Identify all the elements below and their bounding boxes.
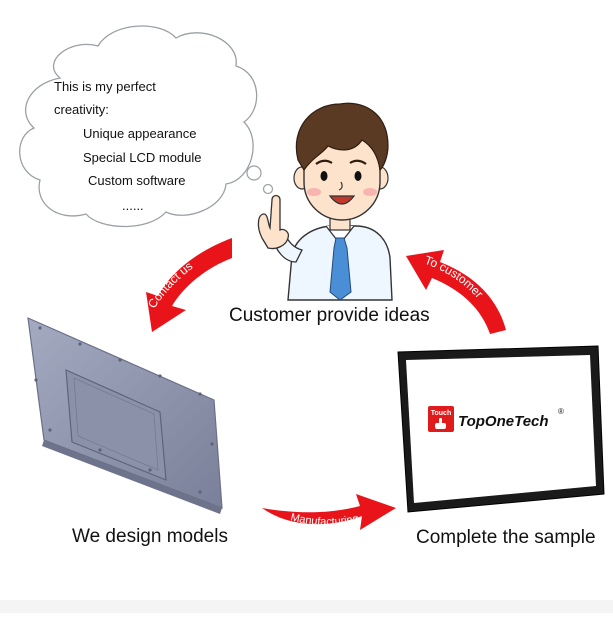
arrow-manufacturing-label: Manufacturing: [289, 511, 359, 528]
right-eye: [354, 171, 362, 181]
panel-rear-box-inner: [73, 377, 159, 471]
bubble-line-6: ......: [122, 198, 144, 213]
thought-dot-medium: [262, 183, 274, 195]
tie: [329, 237, 352, 301]
mouth: [328, 195, 356, 205]
sample-monitor: Touch TopOneTech ®: [397, 345, 605, 513]
left-brow: [315, 159, 333, 165]
right-brow: [349, 159, 367, 165]
left-eye: [320, 171, 328, 181]
logo-badge-label: Touch: [431, 410, 451, 417]
arrow-contact-us: Contact us: [145, 238, 232, 332]
arrow-manufacturing-shape: [262, 494, 396, 530]
arrow-contact-us-shape: [146, 238, 232, 332]
arrow-to-customer-shape: [406, 250, 506, 334]
pointing-hand: [257, 194, 290, 250]
monitor-screen: [406, 355, 596, 503]
bubble-line-4: Special LCD module: [83, 150, 202, 165]
panel-screw-holes: [34, 326, 214, 494]
panel-rear-box: [65, 369, 167, 481]
right-cheek: [363, 188, 377, 196]
footer-band: [0, 600, 613, 613]
touch-hand-icon: [435, 418, 446, 429]
logo-brand: TopOneTech: [458, 413, 549, 430]
thought-dot-large: [246, 165, 262, 181]
panel-edge: [42, 440, 222, 514]
design-model-panel: [27, 317, 223, 514]
logo-registered-mark: ®: [558, 407, 564, 416]
caption-design: We design models: [72, 526, 228, 547]
nose: [338, 181, 343, 191]
caption-sample: Complete the sample: [416, 527, 596, 548]
bubble-line-3: Unique appearance: [83, 126, 197, 141]
bubble-line-1: This is my perfect: [54, 79, 156, 94]
bubble-line-5: Custom software: [88, 173, 186, 188]
left-cheek: [307, 188, 321, 196]
customer-character: [257, 102, 393, 301]
hair: [295, 102, 389, 172]
thought-bubble-cloud: [19, 25, 258, 228]
caption-customer: Customer provide ideas: [229, 305, 430, 326]
bubble-line-2: creativity:: [54, 102, 109, 117]
arrow-manufacturing: Manufacturing: [262, 494, 396, 530]
